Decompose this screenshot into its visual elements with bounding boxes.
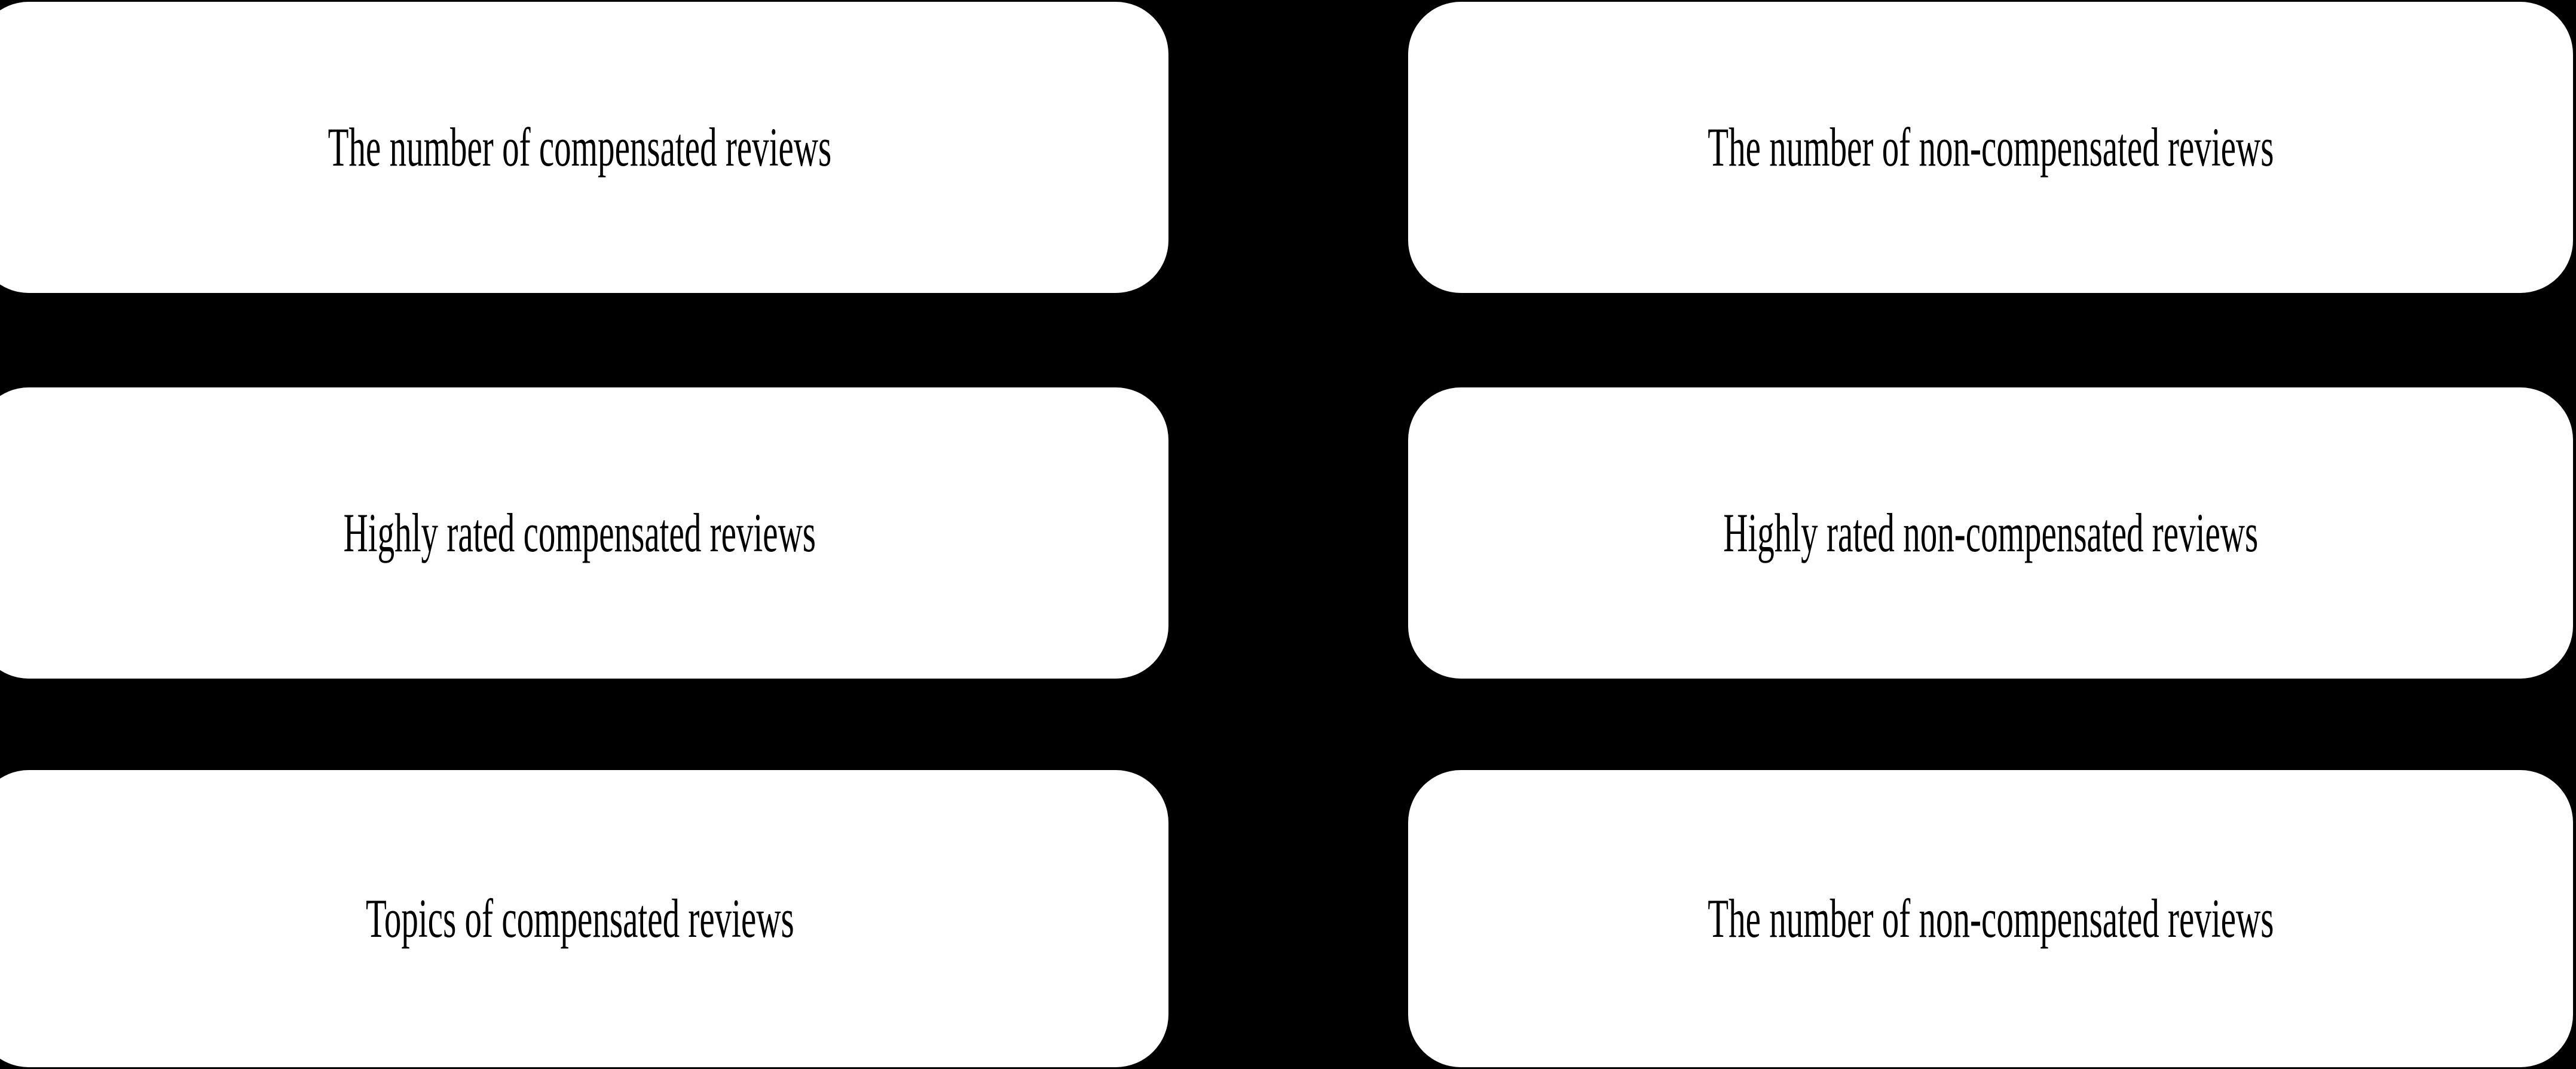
node-box-non-compensated-count[interactable]: The number of non-compensated reviews (1408, 2, 2573, 293)
node-label-non-compensated-highly-rated: Highly rated non-compensated reviews (1723, 502, 2258, 564)
node-box-compensated-highly-rated[interactable]: Highly rated compensated reviews (0, 387, 1168, 679)
node-label-non-compensated-count-repeat: The number of non-compensated reviews (1707, 888, 2274, 949)
node-box-compensated-count[interactable]: The number of compensated reviews (0, 2, 1168, 293)
node-box-non-compensated-highly-rated[interactable]: Highly rated non-compensated reviews (1408, 387, 2573, 679)
node-label-non-compensated-count: The number of non-compensated reviews (1707, 117, 2274, 178)
node-box-non-compensated-count-repeat[interactable]: The number of non-compensated reviews (1408, 770, 2573, 1067)
node-label-compensated-topics: Topics of compensated reviews (365, 888, 794, 949)
node-label-compensated-count: The number of compensated reviews (328, 117, 832, 178)
node-box-compensated-topics[interactable]: Topics of compensated reviews (0, 770, 1168, 1067)
node-label-compensated-highly-rated: Highly rated compensated reviews (343, 502, 816, 564)
